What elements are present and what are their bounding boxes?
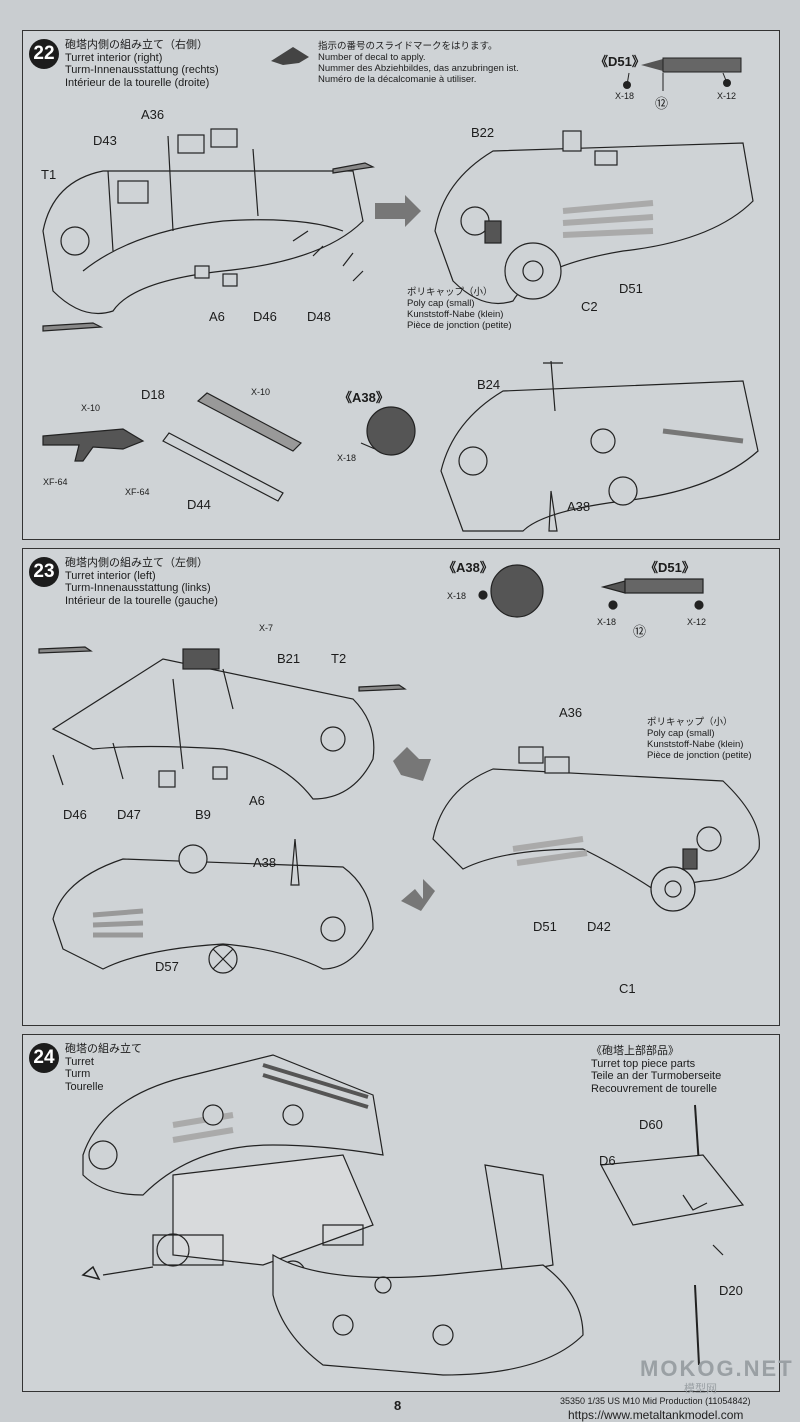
shell-icon	[623, 57, 742, 91]
step-title: 砲塔の組み立て Turret Turm Tourelle	[65, 1043, 142, 1093]
watermark: MOKOG.NET	[640, 1356, 794, 1381]
source-url: https://www.metaltankmodel.com	[568, 1408, 744, 1422]
step-number: 24	[29, 1043, 59, 1073]
part-label: D48	[307, 309, 331, 324]
page-number: 8	[394, 1398, 402, 1413]
part-label: D6	[599, 1153, 616, 1168]
part-label: T1	[41, 167, 57, 182]
step-title: 砲塔内側の組み立て（左側） Turret interior (left) Tur…	[65, 557, 218, 607]
decal-arrow-icon	[271, 47, 309, 65]
part-label: D51	[619, 281, 643, 296]
part-label: A6	[249, 793, 265, 808]
part-label: A36	[141, 107, 165, 122]
part-label: D47	[117, 807, 141, 822]
part-label: D60	[639, 1117, 663, 1132]
part-label: B22	[471, 125, 495, 140]
part-label: D20	[719, 1283, 743, 1298]
turret-assembly-drawing	[81, 1054, 745, 1376]
turret-left-drawing	[38, 564, 760, 974]
step-number: 23	[29, 557, 59, 587]
poly-cap-note: ポリキャップ（小） Poly cap (small) Kunststoff-Na…	[647, 717, 752, 761]
watermark-sub: 模型网	[684, 1383, 717, 1395]
part-label: D42	[587, 919, 611, 934]
part-label: D43	[93, 133, 117, 148]
a38-detail-label: 《A38》	[339, 390, 389, 405]
part-label: B9	[195, 807, 211, 822]
turret-right-drawing	[42, 128, 759, 532]
product-reference: 35350 1/35 US M10 Mid Production (110548…	[560, 1396, 751, 1406]
part-label: D46	[253, 309, 277, 324]
decal-note: 指示の番号のスライドマークをはります。 Number of decal to a…	[318, 41, 519, 85]
part-label: T2	[331, 651, 347, 666]
part-label: B24	[477, 377, 501, 392]
part-label: C1	[619, 981, 636, 996]
part-label: D44	[187, 497, 211, 512]
step-number: 22	[29, 39, 59, 69]
part-label: A6	[209, 309, 225, 324]
part-label: D46	[63, 807, 87, 822]
d51-detail-label: 《D51》	[595, 54, 645, 69]
step-22-panel: 22 砲塔内側の組み立て（右側） Turret interior (right)…	[22, 30, 780, 540]
step-23-panel: 23 砲塔内側の組み立て（左側） Turret interior (left) …	[22, 548, 780, 1026]
part-label: A38	[567, 499, 591, 514]
part-label: D18	[141, 387, 165, 402]
part-label: C2	[581, 299, 598, 314]
poly-cap-note: ポリキャップ（小） Poly cap (small) Kunststoff-Na…	[407, 287, 512, 331]
a38-detail-label: 《A38》	[443, 560, 493, 575]
part-label: A36	[559, 705, 583, 720]
turret-top-parts-title: 《砲塔上部部品》 Turret top piece parts Teile an…	[591, 1045, 722, 1095]
part-label: B21	[277, 651, 301, 666]
step-title: 砲塔内側の組み立て（右側） Turret interior (right) Tu…	[65, 39, 219, 89]
part-label: A38	[253, 855, 277, 870]
part-label: D57	[155, 959, 179, 974]
d51-detail-label: 《D51》	[645, 560, 695, 575]
step-24-panel: 24 砲塔の組み立て Turret Turm Tourelle 《砲塔上部部品》…	[22, 1034, 780, 1392]
part-label: D51	[533, 919, 557, 934]
